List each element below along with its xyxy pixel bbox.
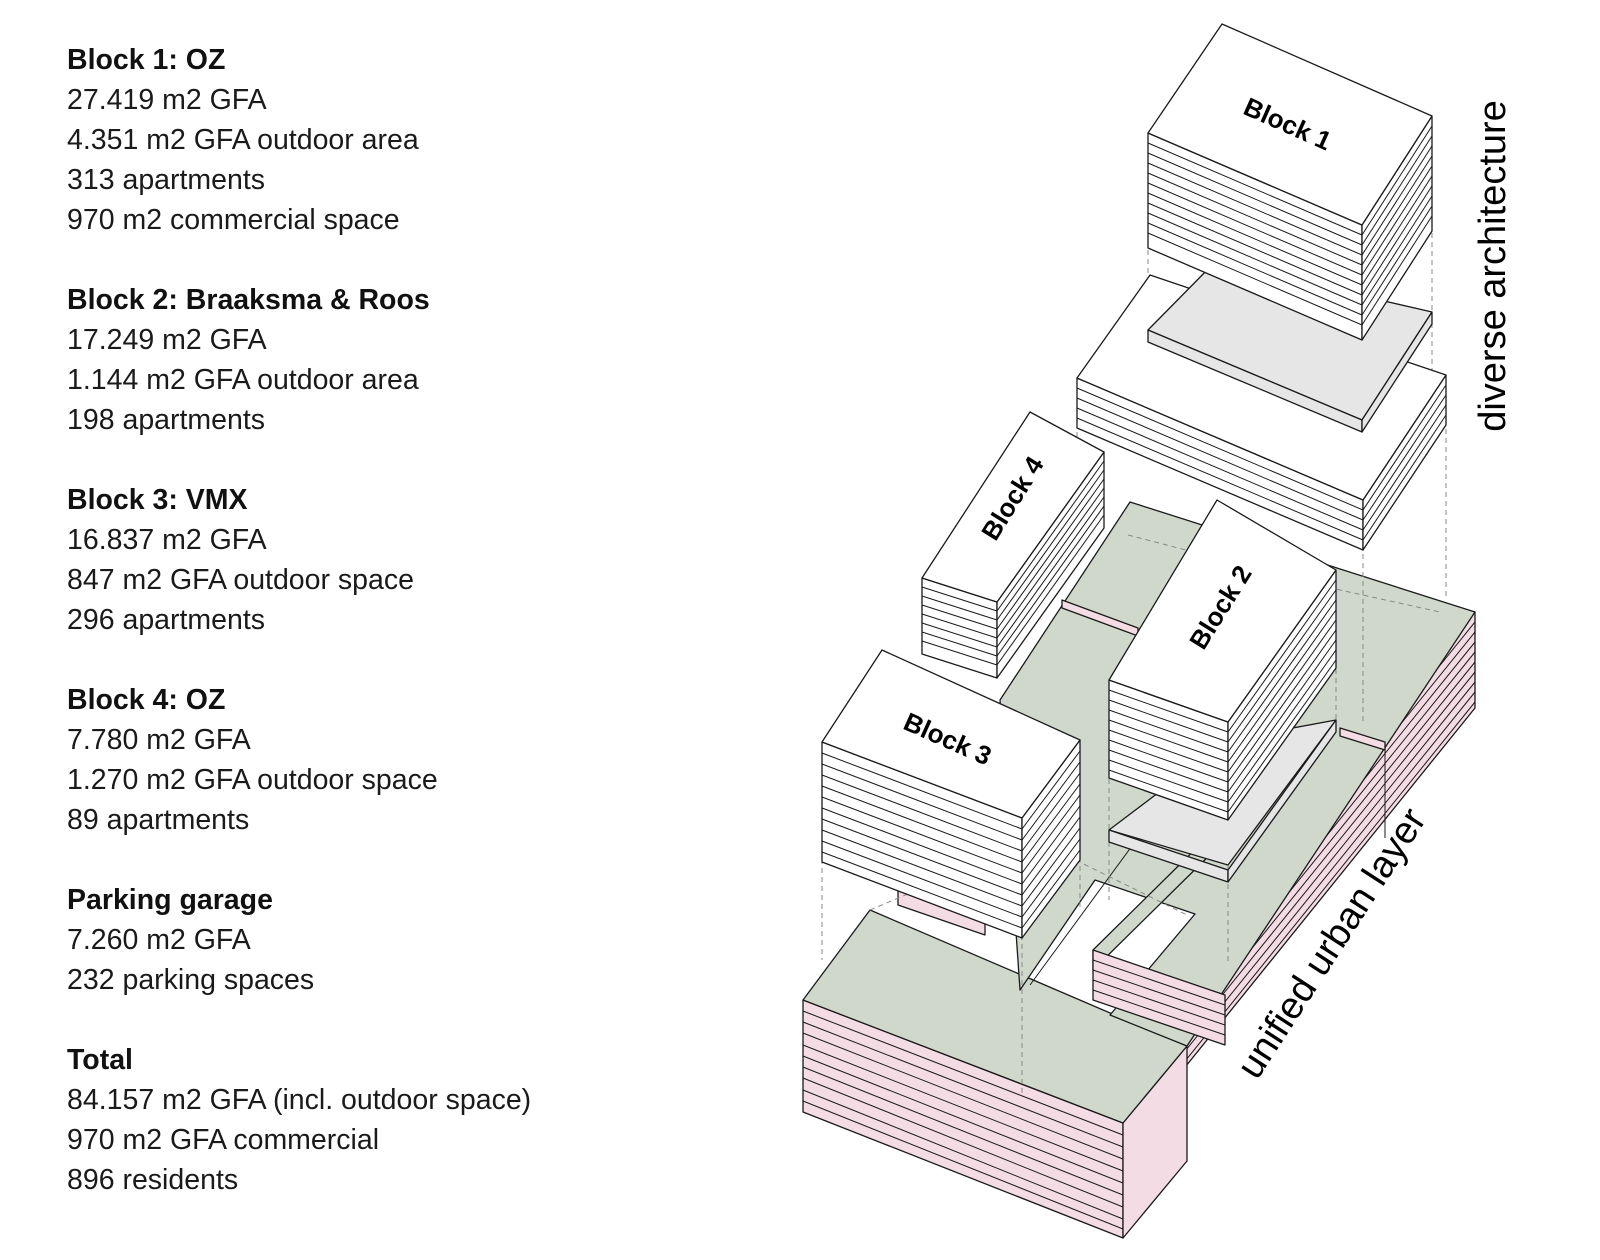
block-4-roof	[921, 411, 1105, 603]
stats-line: 84.157 m2 GFA (incl. outdoor space)	[67, 1084, 532, 1116]
stats-heading: Block 3: VMX	[67, 484, 248, 516]
block-1-slab-side	[1361, 311, 1433, 433]
stats-line: 313 apartments	[67, 164, 266, 196]
stats-line: 896 residents	[67, 1164, 239, 1196]
stats-line: 970 m2 GFA commercial	[67, 1124, 380, 1156]
stats-line: 4.351 m2 GFA outdoor area	[67, 124, 419, 156]
block-3	[821, 649, 1081, 939]
stats-heading: Block 2: Braaksma & Roos	[67, 284, 430, 316]
stats-group: Block 3: VMX 16.837 m2 GFA 847 m2 GFA outd…	[67, 480, 707, 640]
stats-line: 1.270 m2 GFA outdoor space	[67, 764, 438, 796]
stats-line: 970 m2 commercial space	[67, 204, 400, 236]
program-statistics: Block 1: OZ 27.419 m2 GFA 4.351 m2 GFA out…	[67, 40, 707, 1200]
podium-mid-bar-lines	[1092, 959, 1226, 1036]
block-2-slab-side	[1227, 719, 1337, 883]
block-2-roof	[1108, 499, 1337, 723]
block-4	[921, 411, 1105, 679]
stats-heading: Total	[67, 1044, 133, 1076]
stats-heading: Block 1: OZ	[67, 44, 226, 76]
stats-line: 89 apartments	[67, 804, 250, 836]
stats-line: 17.249 m2 GFA	[67, 324, 267, 356]
podium-mid-bar-side	[1092, 949, 1226, 1046]
stats-group: Parking garage 7.260 m2 GFA 232 parking sp…	[67, 880, 707, 1000]
stats-heading: Block 4: OZ	[67, 684, 226, 716]
stats-line: 232 parking spaces	[67, 964, 315, 996]
block-2	[1108, 499, 1337, 883]
block-1-roof	[1147, 23, 1433, 226]
stats-line: 7.780 m2 GFA	[67, 724, 251, 756]
stats-group: Block 2: Braaksma & Roos 17.249 m2 GFA 1.1…	[67, 280, 707, 440]
stats-group: Block 4: OZ 7.780 m2 GFA 1.270 m2 GFA outd…	[67, 680, 707, 840]
block-1	[1076, 23, 1447, 551]
stats-line: 847 m2 GFA outdoor space	[67, 564, 414, 596]
stats-line: 1.144 m2 GFA outdoor area	[67, 364, 419, 396]
stats-heading: Parking garage	[67, 884, 273, 916]
diverse-architecture-label: diverse architecture	[1472, 100, 1514, 432]
stats-line: 16.837 m2 GFA	[67, 524, 267, 556]
stats-line: 27.419 m2 GFA	[67, 84, 267, 116]
stats-line: 296 apartments	[67, 604, 266, 636]
stats-group: Block 1: OZ 27.419 m2 GFA 4.351 m2 GFA out…	[67, 40, 707, 240]
stats-line: 7.260 m2 GFA	[67, 924, 251, 956]
stats-group: Total 84.157 m2 GFA (incl. outdoor space)…	[67, 1040, 707, 1200]
block-3-roof	[821, 649, 1081, 819]
stats-line: 198 apartments	[67, 404, 266, 436]
podium-front-floor-lines	[802, 1010, 1124, 1230]
